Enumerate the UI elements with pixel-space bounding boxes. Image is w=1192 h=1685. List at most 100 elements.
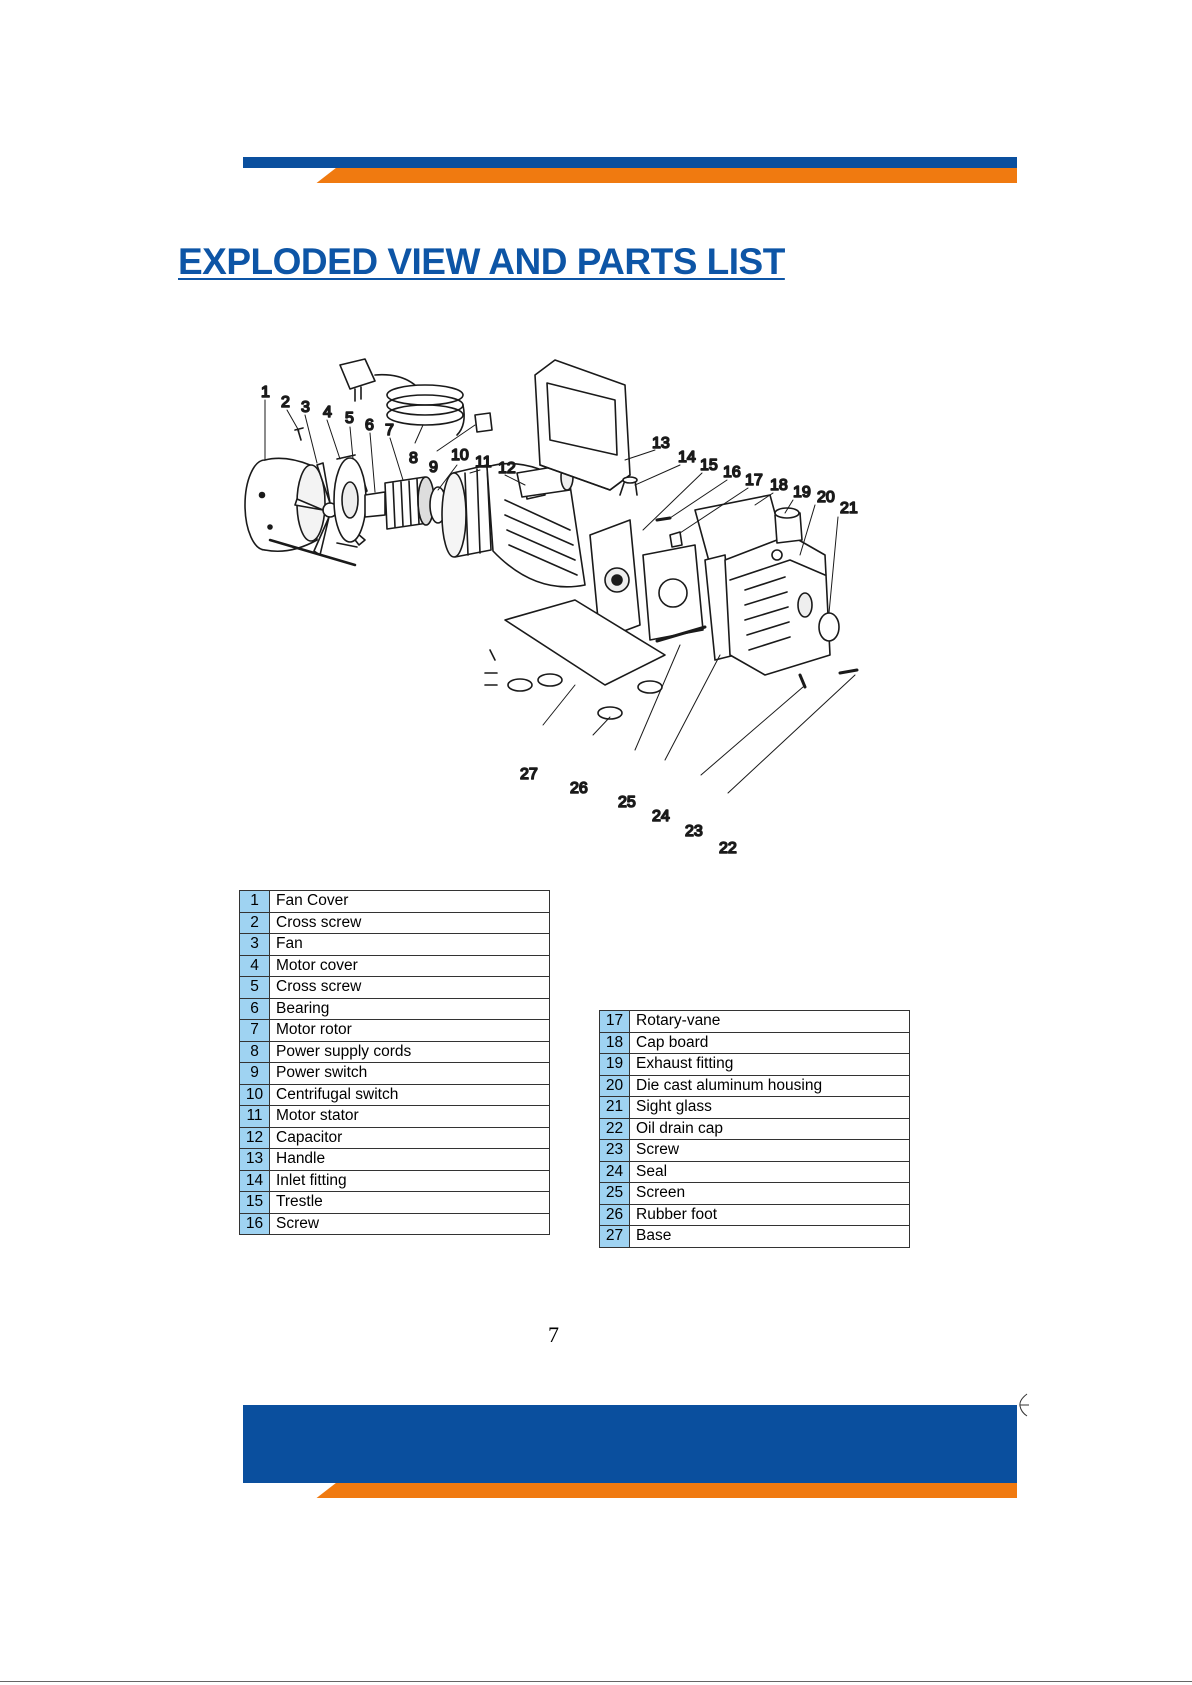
part-name: Power supply cords [269,1040,550,1063]
page-number: 7 [548,1322,559,1347]
part-number: 3 [239,933,270,956]
part-name: Exhaust fitting [629,1053,910,1076]
callout-23: 23 [685,823,703,840]
callout-4: 4 [323,404,332,421]
part-number: 10 [239,1083,270,1106]
housing-drawing [724,534,831,676]
callout-17: 17 [745,472,763,489]
callout-18: 18 [770,477,788,494]
callout-19: 19 [793,484,811,501]
part-name: Cross screw [269,911,550,934]
part-number: 21 [599,1096,630,1119]
part-number: 22 [599,1117,630,1140]
callout-1: 1 [261,384,270,401]
exhaust-fitting-drawing [774,507,803,544]
rotary-vane-drawing [669,531,683,548]
part-name: Sight glass [629,1096,910,1119]
footer-band-orange [316,1483,1017,1498]
callout-3: 3 [301,399,310,416]
oil-drain-cap-drawing [838,668,859,675]
screen-drawing [655,625,707,643]
callout-15: 15 [700,457,718,474]
footer-band-blue [243,1405,1017,1483]
part-name: Motor rotor [269,1019,550,1042]
part-name: Cross screw [269,976,550,999]
header-band-blue [243,157,1017,168]
part-name: Seal [629,1160,910,1183]
part-number: 1 [239,890,270,913]
part-name: Screen [629,1182,910,1205]
part-number: 7 [239,1019,270,1042]
part-number: 6 [239,997,270,1020]
part-name: Oil drain cap [629,1117,910,1140]
callout-7: 7 [385,422,394,439]
part-number: 9 [239,1062,270,1085]
callout-5: 5 [345,410,354,427]
callout-8: 8 [409,450,418,467]
callout-9: 9 [429,459,438,476]
part-name: Handle [269,1148,550,1171]
part-number: 8 [239,1040,270,1063]
handle-drawing [534,359,631,491]
part-number: 19 [599,1053,630,1076]
callout-16: 16 [723,464,741,481]
base-drawing [504,599,666,686]
part-name: Motor stator [269,1105,550,1128]
callout-21: 21 [840,500,858,517]
callout-12: 12 [498,460,516,477]
base-screws-drawing [484,649,498,686]
part-number: 20 [599,1074,630,1097]
fan-cover-drawing [244,457,326,553]
part-number: 14 [239,1169,270,1192]
part-name: Capacitor [269,1126,550,1149]
part-number: 23 [599,1139,630,1162]
callout-26: 26 [570,780,588,797]
corner-crop-mark-icon [1019,1393,1029,1417]
part-name: Screw [269,1212,550,1235]
part-number: 18 [599,1031,630,1054]
page-title: EXPLODED VIEW AND PARTS LIST [178,241,785,282]
part-name: Bearing [269,997,550,1020]
motor-rotor-drawing [364,476,435,530]
part-name: Screw [629,1139,910,1162]
screw-16-drawing [655,516,672,522]
callout-10: 10 [451,447,469,464]
part-number: 12 [239,1126,270,1149]
cross-screw-5-drawing [268,538,357,567]
motor-stator-drawing [441,464,492,558]
bottom-rule [0,1681,1192,1682]
screw-23-drawing [798,673,807,689]
callout-25: 25 [618,794,636,811]
callout-14: 14 [678,449,696,466]
part-number: 17 [599,1010,630,1033]
callout-11: 11 [475,454,492,471]
rubber-feet-drawing [507,673,663,720]
callout-2: 2 [281,394,290,411]
part-number: 4 [239,954,270,977]
callout-13: 13 [652,435,670,452]
part-name: Centrifugal switch [269,1083,550,1106]
callout-6: 6 [365,417,374,434]
part-name: Rubber foot [629,1203,910,1226]
callout-24: 24 [652,808,670,825]
part-number: 16 [239,1212,270,1235]
